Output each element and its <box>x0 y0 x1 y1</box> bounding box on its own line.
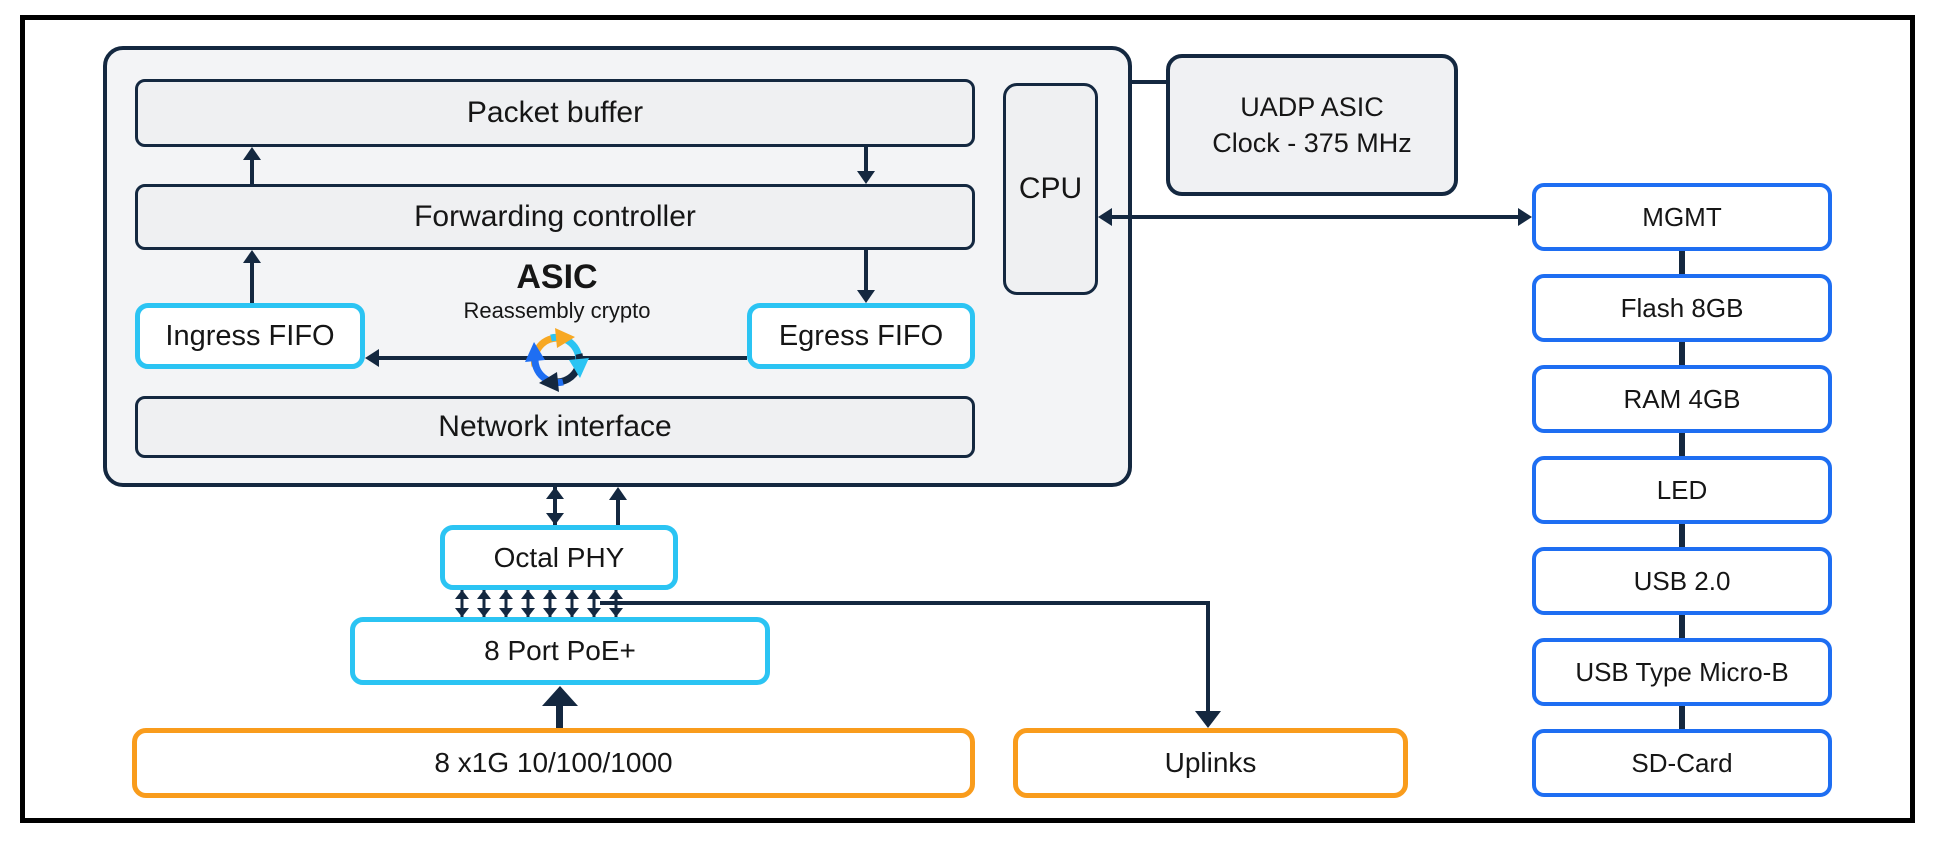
arrow-line <box>250 261 254 303</box>
cpu-mgmt-line <box>1110 215 1522 219</box>
downlink-ports-label: 8 x1G 10/100/1000 <box>434 747 673 778</box>
forwarding-controller-label: Forwarding controller <box>414 200 696 233</box>
peripheral-label: LED <box>1656 474 1708 505</box>
arrow-line <box>864 147 868 173</box>
arrow-line <box>250 158 254 184</box>
packet-buffer-box: Packet buffer <box>135 79 975 147</box>
poe-label: 8 Port PoE+ <box>484 635 636 666</box>
arrow-left-to-ingress-fifo <box>365 349 379 367</box>
uplinks-label: Uplinks <box>1164 747 1257 778</box>
phy-poe-arrow <box>521 590 535 617</box>
asic-subtitle: Reassembly crypto <box>463 298 651 323</box>
peripheral-box-usb2: USB 2.0 <box>1532 547 1832 615</box>
peripheral-box-flash: Flash 8GB <box>1532 274 1832 342</box>
phy-poe-arrow <box>477 590 491 617</box>
cpu-box: CPU <box>1003 83 1098 295</box>
arrow-right-to-mgmt <box>1518 208 1532 226</box>
peripheral-label: MGMT <box>1642 201 1722 232</box>
phy-poe-arrow <box>565 590 579 617</box>
octal-phy-box: Octal PHY <box>440 525 678 590</box>
ingress-fifo-box: Ingress FIFO <box>135 303 365 369</box>
peripheral-label: RAM 4GB <box>1623 383 1741 414</box>
sync-arrows-icon <box>525 328 589 392</box>
peripheral-box-ram: RAM 4GB <box>1532 365 1832 433</box>
arrow-line <box>616 498 620 525</box>
peripheral-label: USB Type Micro-B <box>1575 656 1789 687</box>
arrow-up-to-forwarding <box>243 250 261 263</box>
peripheral-box-usb-micro-b: USB Type Micro-B <box>1532 638 1832 706</box>
cpu-label: CPU <box>1018 172 1083 205</box>
peripheral-label: USB 2.0 <box>1633 565 1731 596</box>
octal-phy-label: Octal PHY <box>493 541 625 573</box>
egress-to-ingress-line <box>377 356 747 360</box>
arrow-down-to-egress-fifo <box>857 290 875 303</box>
phy-poe-arrow <box>587 590 601 617</box>
double-arrow-asic-phy <box>546 487 564 525</box>
phy-poe-arrow <box>455 590 469 617</box>
peripheral-box-mgmt: MGMT <box>1532 183 1832 251</box>
peripheral-box-led: LED <box>1532 456 1832 524</box>
poe-box: 8 Port PoE+ <box>350 617 770 685</box>
phy-poe-arrow <box>499 590 513 617</box>
network-interface-label: Network interface <box>438 410 672 443</box>
uplink-path-vertical <box>1206 601 1210 713</box>
asic-title: ASIC <box>516 258 598 296</box>
arrow-up-to-asic <box>609 487 627 500</box>
packet-buffer-label: Packet buffer <box>466 96 644 129</box>
network-interface-box: Network interface <box>135 396 975 458</box>
uplink-path-horizontal <box>600 601 1210 605</box>
uadp-connector-line <box>1128 80 1168 84</box>
arrow-left-to-cpu <box>1098 208 1112 226</box>
arrow-down-to-forwarding <box>857 171 875 184</box>
outer-border <box>20 15 1915 823</box>
arrow-up-to-poe <box>542 686 578 706</box>
arrow-line <box>864 250 868 292</box>
uadp-clock-line2: Clock - 375 MHz <box>1212 128 1412 158</box>
uadp-clock-line1: UADP ASIC <box>1240 91 1384 122</box>
peripheral-box-sd-card: SD-Card <box>1532 729 1832 797</box>
peripheral-label: SD-Card <box>1631 747 1733 778</box>
downlink-ports-box: 8 x1G 10/100/1000 <box>132 728 975 798</box>
ingress-fifo-label: Ingress FIFO <box>165 319 335 352</box>
phy-poe-arrow <box>543 590 557 617</box>
uadp-clock-box: UADP ASIC Clock - 375 MHz <box>1166 54 1458 196</box>
arrow-up-to-packet-buffer <box>243 147 261 160</box>
forwarding-controller-box: Forwarding controller <box>135 184 975 250</box>
egress-fifo-box: Egress FIFO <box>747 303 975 369</box>
arrow-line <box>556 703 563 728</box>
uplinks-box: Uplinks <box>1013 728 1408 798</box>
peripheral-label: Flash 8GB <box>1620 292 1744 323</box>
arrow-down-to-uplinks <box>1195 711 1221 728</box>
egress-fifo-label: Egress FIFO <box>778 319 944 352</box>
